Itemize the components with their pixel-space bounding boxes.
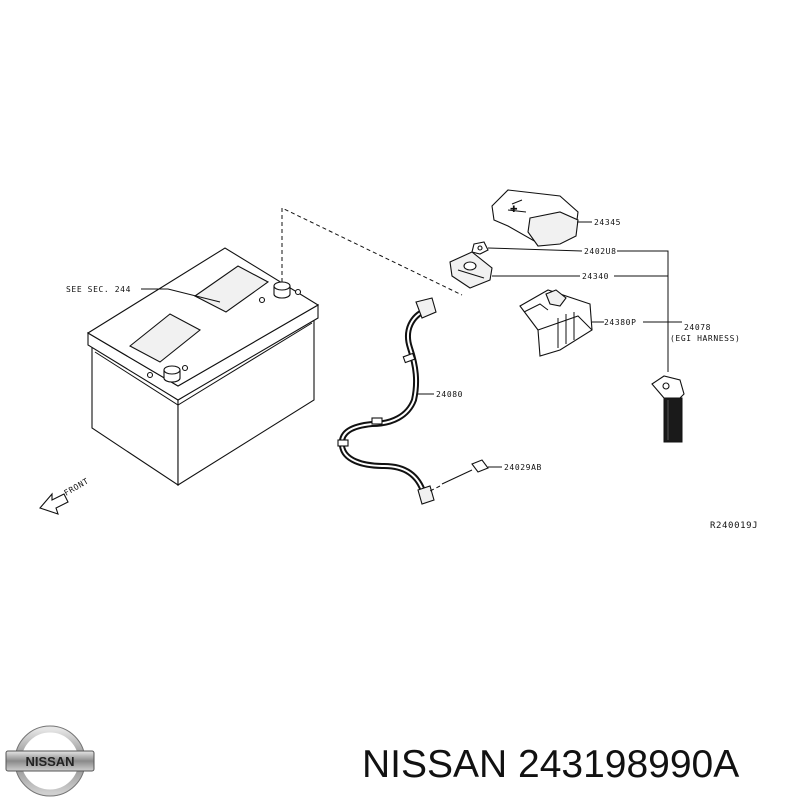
label-24080: 24080	[436, 390, 463, 399]
front-arrow-icon: FRONT	[39, 476, 91, 515]
battery-terminal-left	[163, 365, 181, 383]
label-24380p: 24380P	[604, 318, 637, 327]
part-24380p-bracket	[519, 289, 593, 357]
label-24345: 24345	[594, 218, 621, 227]
label-see-sec-244: SEE SEC. 244	[66, 285, 131, 294]
part-24340-terminal	[449, 251, 493, 289]
nissan-logo: NISSAN	[5, 725, 95, 797]
part-24345-cover: ✚	[491, 189, 579, 247]
leader-battery-terminal	[281, 207, 463, 296]
part-24080-harness	[337, 297, 437, 505]
nissan-logo-text: NISSAN	[25, 754, 74, 769]
label-24029ab: 24029AB	[504, 463, 542, 472]
part-24078-egi-harness	[651, 375, 685, 443]
battery-terminal-right	[273, 281, 291, 299]
part-2402u8-nut	[471, 241, 489, 255]
label-front: FRONT	[63, 476, 91, 497]
leader-24029ab	[427, 485, 441, 493]
battery	[86, 247, 320, 487]
diagram-reference-code: R240019J	[710, 521, 758, 531]
svg-text:✚: ✚	[510, 205, 518, 215]
label-24078: 24078	[684, 323, 711, 332]
label-egi-harness: (EGI HARNESS)	[670, 334, 740, 343]
part-24029ab-bolt	[441, 459, 489, 485]
label-2402u8: 2402U8	[584, 247, 617, 256]
part-number-caption: NISSAN 243198990A	[362, 743, 740, 786]
label-24340: 24340	[582, 272, 609, 281]
